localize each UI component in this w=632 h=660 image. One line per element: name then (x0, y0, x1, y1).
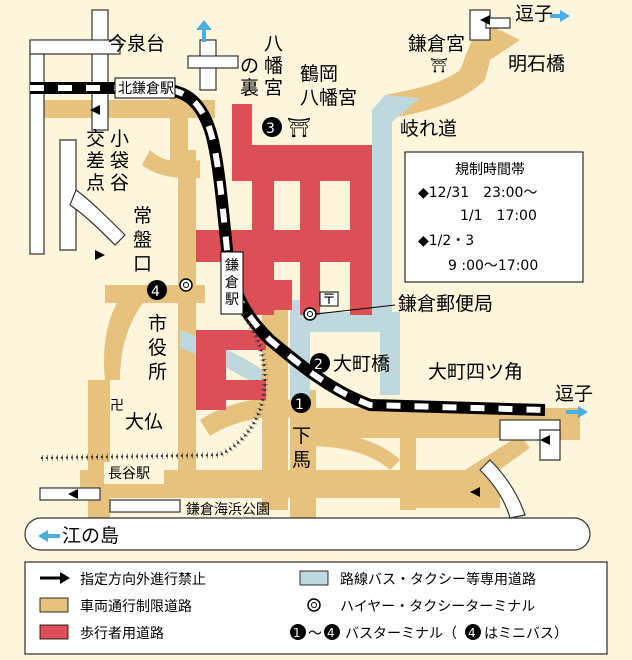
svg-text:鎌: 鎌 (225, 258, 239, 274)
svg-text:谷: 谷 (110, 172, 129, 194)
label-kobukuro: 小 袋 谷 (110, 128, 129, 194)
label-tsurugaoka-2: 八幡宮 (300, 87, 357, 109)
svg-text:交: 交 (86, 128, 105, 150)
legend: 指定方向外進行禁止 路線バス・タクシー等専用道路 車両通行制限道路 ハイヤー・タ… (24, 561, 608, 655)
taxi-terminal-icon (179, 278, 193, 292)
label-post-office: 鎌倉郵便局 (398, 293, 493, 315)
svg-text:常: 常 (133, 205, 152, 227)
post-office-icon: 〒 (322, 292, 336, 308)
taxi-terminal-icon-2 (303, 307, 317, 321)
label-hase-station: 長谷駅 (108, 466, 150, 482)
schedule-line-3: ◆1/2・3 (418, 233, 474, 249)
legend-restricted: 車両通行制限道路 (39, 597, 192, 615)
general-roads (24, 9, 591, 551)
svg-text:八: 八 (264, 33, 283, 55)
schedule-line-2: 1/1 17:00 (460, 208, 537, 224)
svg-text:の: の (240, 55, 259, 77)
label-wakaremichi: 岐れ道 (400, 118, 457, 140)
label-zushi-top: 逗子 (515, 3, 553, 25)
svg-text:路線バス・タクシー等専用道路: 路線バス・タクシー等専用道路 (340, 571, 536, 588)
restricted-roads (40, 20, 580, 520)
svg-text:4: 4 (468, 626, 476, 640)
direction-arrows (38, 10, 588, 542)
label-enoshima: 江の島 (62, 525, 119, 547)
temple-icon: 卍 (110, 398, 124, 414)
svg-text:差: 差 (86, 150, 105, 172)
label-omachibashi: 大町橋 (333, 353, 390, 375)
label-daibutsu: 大仏 (125, 411, 163, 433)
label-tsurugaoka-1: 鶴岡 (300, 63, 338, 85)
svg-text:盤: 盤 (133, 229, 152, 251)
svg-text:小: 小 (110, 128, 129, 150)
label-imaizumidai: 今泉台 (108, 33, 165, 55)
svg-text:歩行者用道路: 歩行者用道路 (80, 626, 164, 642)
label-kaihin-park: 鎌倉海浜公園 (186, 502, 270, 518)
no-entry-arrows (68, 15, 550, 499)
label-hachimangu-no-ura: 八 幡 宮 の 裏 (240, 33, 283, 99)
svg-text:はミニバス）: はミニバス） (484, 626, 568, 642)
svg-text:駅: 駅 (225, 292, 239, 308)
terminal-1: 1 (291, 393, 311, 413)
label-kamakuragu: 鎌倉宮 (408, 33, 465, 55)
schedule-line-1: ◆12/31 23:00〜 (418, 185, 537, 201)
svg-text:バスターミナル（: バスターミナル（ (345, 626, 457, 642)
svg-text:〜: 〜 (308, 626, 322, 642)
terminal-3: 3 (262, 117, 282, 137)
svg-text:点: 点 (86, 172, 105, 194)
label-omachi-yotsukado: 大町四ツ角 (428, 361, 523, 383)
svg-text:車両通行制限道路: 車両通行制限道路 (80, 598, 192, 615)
svg-text:裏: 裏 (240, 77, 259, 99)
legend-no-entry: 指定方向外進行禁止 (40, 572, 206, 588)
label-tokiwaguchi: 常 盤 口 (133, 205, 152, 275)
label-meisekibashi: 明石橋 (508, 53, 565, 75)
svg-text:倉: 倉 (225, 275, 239, 291)
svg-text:指定方向外進行禁止: 指定方向外進行禁止 (80, 572, 206, 588)
label-kosaten: 交 差 点 (86, 128, 105, 194)
shrine-icon-kamakuragu: ⛩ (430, 58, 448, 74)
schedule-title: 規制時間帯 (455, 162, 525, 178)
svg-text:所: 所 (148, 361, 167, 383)
svg-text:3: 3 (266, 121, 275, 137)
label-zushi-right: 逗子 (555, 383, 593, 405)
svg-text:2: 2 (314, 357, 323, 373)
label-kitakamakura-station: 北鎌倉駅 (118, 81, 174, 97)
svg-text:ハイヤー・タクシーターミナル: ハイヤー・タクシーターミナル (340, 599, 535, 615)
svg-text:4: 4 (151, 284, 160, 300)
svg-text:4: 4 (327, 626, 335, 640)
legend-bus-terminal: 1 〜 4 バスターミナル（ 4 はミニバス） (290, 624, 568, 642)
legend-hire-taxi: ハイヤー・タクシーターミナル (307, 598, 535, 615)
legend-pedestrian: 歩行者用道路 (39, 624, 164, 642)
label-shiyakusho: 市 役 所 (148, 313, 167, 383)
legend-bus-taxi: 路線バス・タクシー等専用道路 (299, 570, 536, 588)
kitakamakura-station-box: 北鎌倉駅 (114, 77, 176, 99)
svg-text:袋: 袋 (110, 150, 129, 172)
svg-text:役: 役 (148, 337, 167, 359)
svg-text:宮: 宮 (264, 77, 283, 99)
terminal-2: 2 (310, 353, 330, 373)
svg-text:下: 下 (292, 425, 311, 447)
schedule-box: 規制時間帯 ◆12/31 23:00〜 1/1 17:00 ◆1/2・3 9 :… (404, 151, 584, 283)
label-geba: 下 馬 (292, 425, 311, 471)
kamakura-station-box: 鎌 倉 駅 (220, 251, 244, 315)
svg-text:幡: 幡 (264, 55, 283, 77)
schedule-line-4: 9 :00〜17:00 (448, 258, 538, 274)
terminal-4: 4 (147, 280, 167, 300)
svg-text:馬: 馬 (292, 449, 311, 471)
svg-text:口: 口 (133, 253, 152, 275)
svg-text:市: 市 (148, 313, 167, 335)
shrine-icon: ⛩ (287, 117, 311, 139)
svg-text:1: 1 (293, 626, 301, 640)
svg-text:1: 1 (295, 397, 304, 413)
